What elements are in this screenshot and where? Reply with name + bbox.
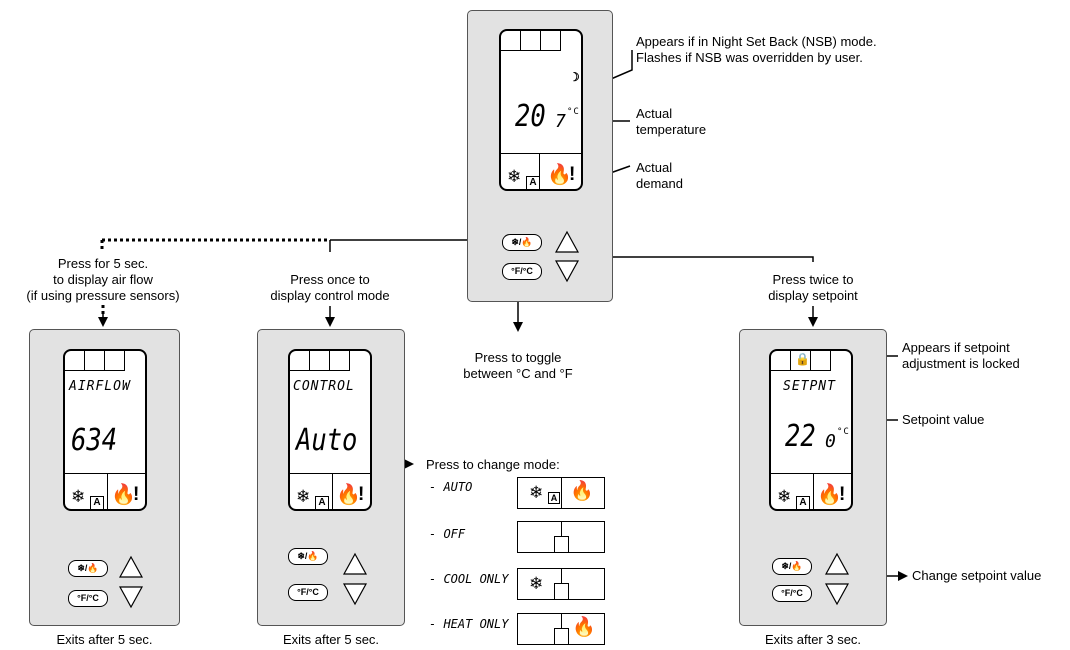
temperature-decimal: 7 xyxy=(555,111,567,132)
airflow-caption: Exits after 5 sec. xyxy=(56,632,153,647)
snowflake-icon: ❄ xyxy=(529,483,544,502)
unit-toggle-button[interactable]: °F/°C xyxy=(502,263,542,280)
control-caption: Exits after 5 sec. xyxy=(282,632,380,647)
auto-mode-icon: A xyxy=(315,496,329,509)
fan-mode-button[interactable]: ❄/🔥 xyxy=(772,558,812,575)
control-instruction-line2: display control mode xyxy=(270,288,390,303)
airflow-instruction-line2: to display air flow xyxy=(53,272,153,287)
main-lcd: ☽ 20 7 °C ❄ A 🔥 ! xyxy=(499,29,583,191)
auto-mode-icon: A xyxy=(796,496,810,509)
control-instruction-line1: Press once to xyxy=(290,272,370,287)
setpoint-device: 🔒 SETPNT 22 0 °C ❄ A 🔥 ! ❄/🔥 °F/°C xyxy=(739,329,887,626)
actual-temp-line1: Actual xyxy=(636,106,673,121)
up-arrow-button[interactable] xyxy=(824,552,850,576)
setpoint-instruction-line2: display setpoint xyxy=(768,288,858,303)
actual-demand-line1: Actual xyxy=(636,160,673,175)
flame-icon: 🔥 xyxy=(111,484,136,506)
auto-mode-icon: A xyxy=(526,176,540,189)
up-arrow-button[interactable] xyxy=(118,555,144,579)
down-arrow-button[interactable] xyxy=(118,585,144,609)
airflow-instruction-line3: (if using pressure sensors) xyxy=(26,288,180,303)
auto-mode-icon: A xyxy=(548,492,560,504)
locked-annotation-line1: Appears if setpoint xyxy=(902,340,1010,355)
setpoint-value-annotation: Setpoint value xyxy=(902,412,985,427)
setpoint-unit: °C xyxy=(837,427,850,437)
snowflake-icon: ❄ xyxy=(529,574,544,593)
snowflake-icon: ❄ xyxy=(71,487,86,506)
mode-label-auto: - AUTO xyxy=(429,480,473,494)
temperature-main: 20 xyxy=(515,99,546,134)
unit-toggle-button[interactable]: °F/°C xyxy=(288,584,328,601)
demand-indicator-icon: ! xyxy=(839,484,846,505)
auto-mode-icon: A xyxy=(90,496,104,509)
flame-icon: 🔥 xyxy=(336,484,361,506)
unit-toggle-button[interactable]: °F/°C xyxy=(68,590,108,607)
setpoint-instruction-line1: Press twice to xyxy=(772,272,854,287)
crescent-moon-icon: ☽ xyxy=(569,70,580,84)
down-arrow-button[interactable] xyxy=(554,259,580,283)
demand-indicator-icon: ! xyxy=(569,164,576,185)
actual-temp-line2: temperature xyxy=(636,122,707,137)
snowflake-icon: ❄ xyxy=(777,487,792,506)
control-lcd: CONTROL Auto ❄ A 🔥 ! xyxy=(288,349,372,511)
change-setpoint-annotation: Change setpoint value xyxy=(912,568,1042,583)
mode-preview-auto: ❄ A 🔥 xyxy=(517,477,605,509)
snowflake-icon: ❄ xyxy=(296,487,311,506)
airflow-value: 634 xyxy=(71,423,118,458)
control-title: CONTROL xyxy=(293,379,355,394)
control-value: Auto xyxy=(296,423,358,458)
setpoint-value-decimal: 0 xyxy=(825,431,837,452)
airflow-device: AIRFLOW 634 ❄ A 🔥 ! ❄/🔥 °F/°C xyxy=(29,329,180,626)
snowflake-icon: ❄ xyxy=(507,167,522,186)
nsb-annotation-line2: Flashes if NSB was overridden by user. xyxy=(636,50,863,65)
flame-icon: 🔥 xyxy=(570,481,594,502)
mode-preview-heat-only: 🔥 xyxy=(517,613,605,645)
airflow-title: AIRFLOW xyxy=(69,379,131,394)
demand-indicator-icon: ! xyxy=(358,484,365,505)
setpoint-title: SETPNT xyxy=(783,379,836,394)
flame-icon: 🔥 xyxy=(547,164,572,186)
actual-demand-line2: demand xyxy=(636,176,683,191)
fan-mode-button[interactable]: ❄/🔥 xyxy=(288,548,328,565)
mode-label-off: - OFF xyxy=(429,527,466,541)
fan-mode-button[interactable]: ❄/🔥 xyxy=(502,234,542,251)
fan-mode-button[interactable]: ❄/🔥 xyxy=(68,560,108,577)
mode-preview-off xyxy=(517,521,605,553)
toggle-units-line1: Press to toggle xyxy=(474,350,562,365)
nsb-annotation-line1: Appears if in Night Set Back (NSB) mode. xyxy=(636,34,877,49)
unit-toggle-button[interactable]: °F/°C xyxy=(772,585,812,602)
up-arrow-button[interactable] xyxy=(342,552,368,576)
mode-preview-cool-only: ❄ xyxy=(517,568,605,600)
setpoint-lcd: 🔒 SETPNT 22 0 °C ❄ A 🔥 ! xyxy=(769,349,853,511)
setpoint-caption: Exits after 3 sec. xyxy=(764,632,862,647)
control-device: CONTROL Auto ❄ A 🔥 ! ❄/🔥 °F/°C xyxy=(257,329,405,626)
mode-label-cool-only: - COOL ONLY xyxy=(429,572,509,586)
mode-label-heat-only: - HEAT ONLY xyxy=(429,617,509,631)
down-arrow-button[interactable] xyxy=(342,582,368,606)
lock-icon: 🔒 xyxy=(795,352,810,366)
setpoint-value-main: 22 xyxy=(785,419,816,454)
temperature-unit: °C xyxy=(567,107,580,117)
airflow-instruction-line1: Press for 5 sec. xyxy=(57,256,149,271)
toggle-units-line2: between °C and °F xyxy=(463,366,573,381)
airflow-lcd: AIRFLOW 634 ❄ A 🔥 ! xyxy=(63,349,147,511)
locked-annotation-line2: adjustment is locked xyxy=(902,356,1020,371)
main-thermostat: ☽ 20 7 °C ❄ A 🔥 ! ❄/🔥 °F/°C xyxy=(467,10,613,302)
up-arrow-button[interactable] xyxy=(554,230,580,254)
flame-icon: 🔥 xyxy=(572,617,596,638)
demand-indicator-icon: ! xyxy=(133,484,140,505)
down-arrow-button[interactable] xyxy=(824,582,850,606)
mode-heading: Press to change mode: xyxy=(426,457,560,472)
flame-icon: 🔥 xyxy=(817,484,842,506)
